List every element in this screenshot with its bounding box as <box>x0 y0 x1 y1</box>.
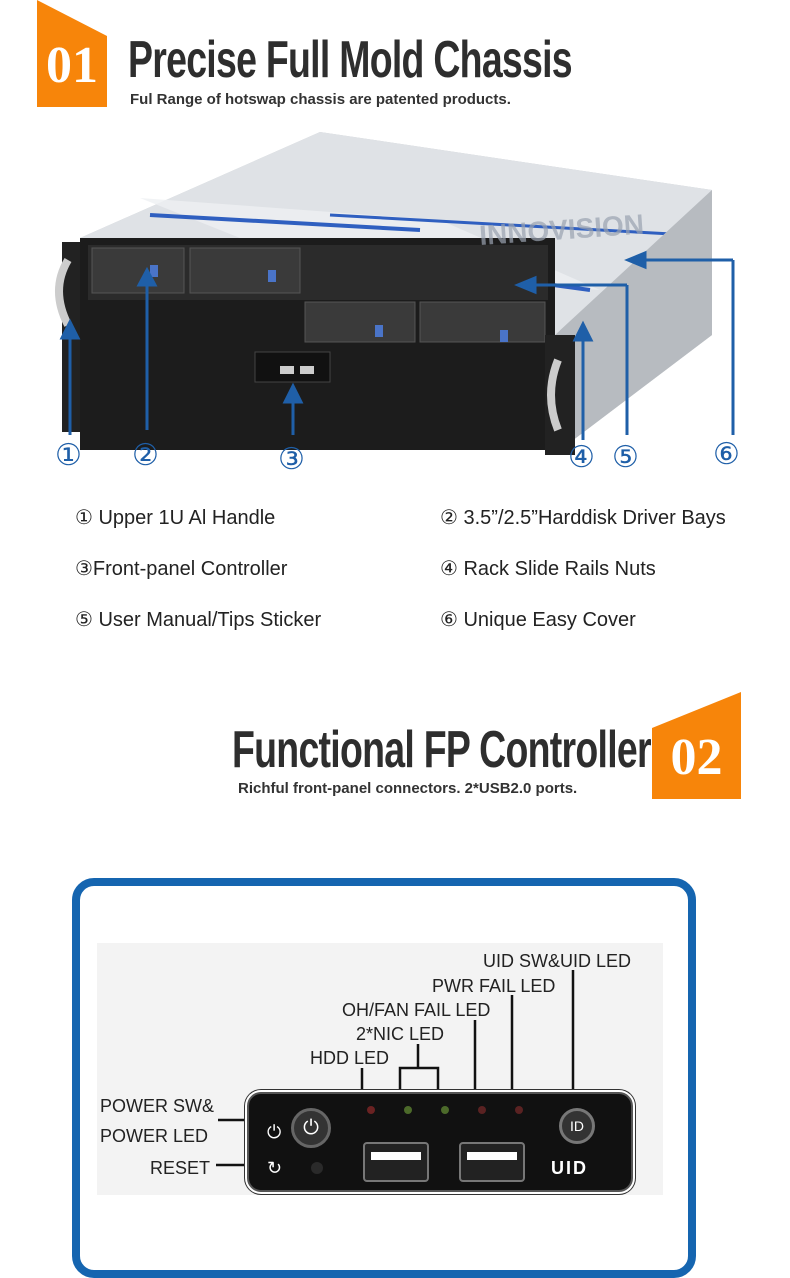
label-reset: RESET <box>150 1158 211 1178</box>
section-subtitle: Richful front-panel connectors. 2*USB2.0… <box>238 780 578 797</box>
nic2-led <box>441 1106 449 1114</box>
feature-6: ⑥ Unique Easy Cover <box>440 609 636 631</box>
section-number: 01 <box>46 37 98 94</box>
reset-button[interactable] <box>311 1162 323 1174</box>
pwr-fail-led <box>515 1106 523 1114</box>
ohfan-led <box>478 1106 486 1114</box>
label-uid-led: UID SW&UID LED <box>483 951 632 971</box>
front-panel: ⏻ ⏻ ↻ ID UID <box>247 1092 633 1192</box>
callout-6: ⑥ <box>713 438 740 471</box>
chassis-illustration: INNOVISION <box>55 132 735 455</box>
callout-2: ② <box>132 439 159 472</box>
feature-4: ④ Rack Slide Rails Nuts <box>440 558 656 580</box>
label-power-sw: POWER SW& <box>100 1096 215 1116</box>
callout-5: ⑤ <box>612 441 639 474</box>
callout-3: ③ <box>278 443 305 476</box>
label-hdd-led: HDD LED <box>310 1048 390 1068</box>
section-title: Functional FP Controller <box>232 721 652 779</box>
hdd-led <box>367 1106 375 1114</box>
nic1-led <box>404 1106 412 1114</box>
feature-1: ① Upper 1U Al Handle <box>75 507 276 529</box>
uid-label: UID <box>551 1158 588 1178</box>
callout-1: ① <box>55 439 82 472</box>
section-title: Precise Full Mold Chassis <box>128 31 573 89</box>
power-icon: ⏻ <box>267 1122 282 1142</box>
feature-5: ⑤ User Manual/Tips Sticker <box>75 609 322 631</box>
feature-3: ③Front-panel Controller <box>75 558 288 580</box>
power-button[interactable]: ⏻ <box>291 1108 331 1148</box>
feature-2: ② 3.5”/2.5”Harddisk Driver Bays <box>440 507 726 529</box>
label-pwr-fail: PWR FAIL LED <box>432 976 556 996</box>
usb-port-2[interactable] <box>459 1142 525 1182</box>
label-power-led: POWER LED <box>100 1126 209 1146</box>
label-ohfan-fail: OH/FAN FAIL LED <box>342 1000 491 1020</box>
label-nic-led: 2*NIC LED <box>356 1024 445 1044</box>
callout-4: ④ <box>568 441 595 474</box>
section-subtitle: Ful Range of hotswap chassis are patente… <box>130 91 511 108</box>
section-number: 02 <box>670 729 723 786</box>
orange-badge-shape <box>37 0 107 107</box>
uid-button[interactable]: ID <box>559 1108 595 1144</box>
reset-icon: ↻ <box>267 1158 283 1178</box>
usb-port-1[interactable] <box>363 1142 429 1182</box>
orange-badge-shape <box>652 692 741 799</box>
